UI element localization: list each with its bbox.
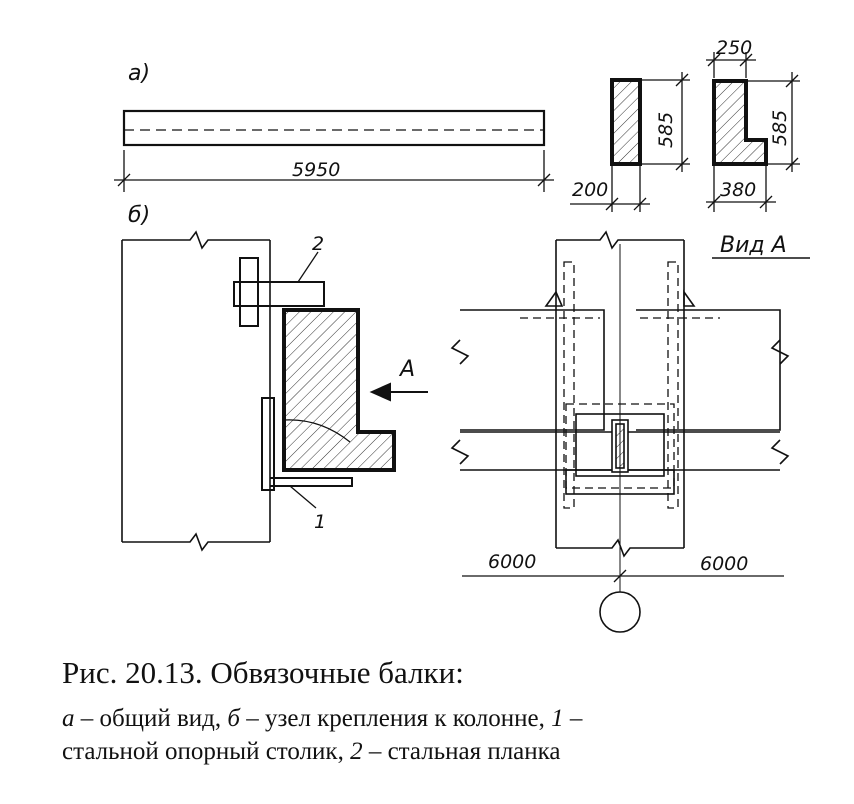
beam-section-node <box>282 308 396 472</box>
caption-a-text: – общий вид, <box>74 705 228 732</box>
caption-line2-text: стальной опорный столик, <box>62 738 351 765</box>
beam-elevation <box>122 109 546 147</box>
view-arrow <box>369 382 428 402</box>
label-b: б) <box>128 203 150 228</box>
caption-line-2: стальной опорный столик, 2 – стальная пл… <box>62 738 561 766</box>
caption-line-1: а – общий вид, б – узел крепления к коло… <box>62 705 582 733</box>
callout-2: 2 <box>312 233 324 255</box>
column-side-view <box>121 230 271 552</box>
caption-a: а <box>62 705 75 732</box>
steel-support-table <box>261 397 353 509</box>
dimension-section-1 <box>570 72 690 212</box>
arrow-label: А <box>398 357 415 382</box>
steel-plate-node <box>233 251 325 327</box>
beam-drawing: а) 5950 585 200 <box>114 37 810 633</box>
dim-height-1-text: 585 <box>655 112 677 148</box>
caption-n1: 1 <box>551 705 564 732</box>
dimension-section-2 <box>706 52 800 212</box>
callout-1: 1 <box>314 511 326 533</box>
dim-length-text: 5950 <box>292 159 340 181</box>
caption-n2: 2 <box>350 738 363 765</box>
dim-width-2-text: 380 <box>720 179 756 201</box>
beam-section-1 <box>610 78 642 166</box>
dim-width-top-text: 250 <box>716 37 752 59</box>
span-left-text: 6000 <box>488 551 536 573</box>
view-label: Вид А <box>720 233 787 258</box>
span-right-text: 6000 <box>700 553 748 575</box>
dim-width-1-text: 200 <box>572 179 608 201</box>
view-a-hidden-parts <box>520 261 720 509</box>
axis-marker-circle <box>599 591 641 633</box>
label-a: а) <box>128 61 150 86</box>
caption-b: б <box>227 705 240 732</box>
dimension-length <box>114 150 554 192</box>
caption-title: Рис. 20.13. Обвязочные балки: <box>62 655 464 690</box>
caption-line2-end: – стальная планка <box>362 738 561 765</box>
beam-section-2 <box>712 79 768 166</box>
axis-line <box>462 244 784 594</box>
dim-height-2-text: 585 <box>769 110 791 146</box>
caption-line1-end: – <box>563 705 583 732</box>
caption-b-text: – узел крепления к колонне, <box>239 705 552 732</box>
